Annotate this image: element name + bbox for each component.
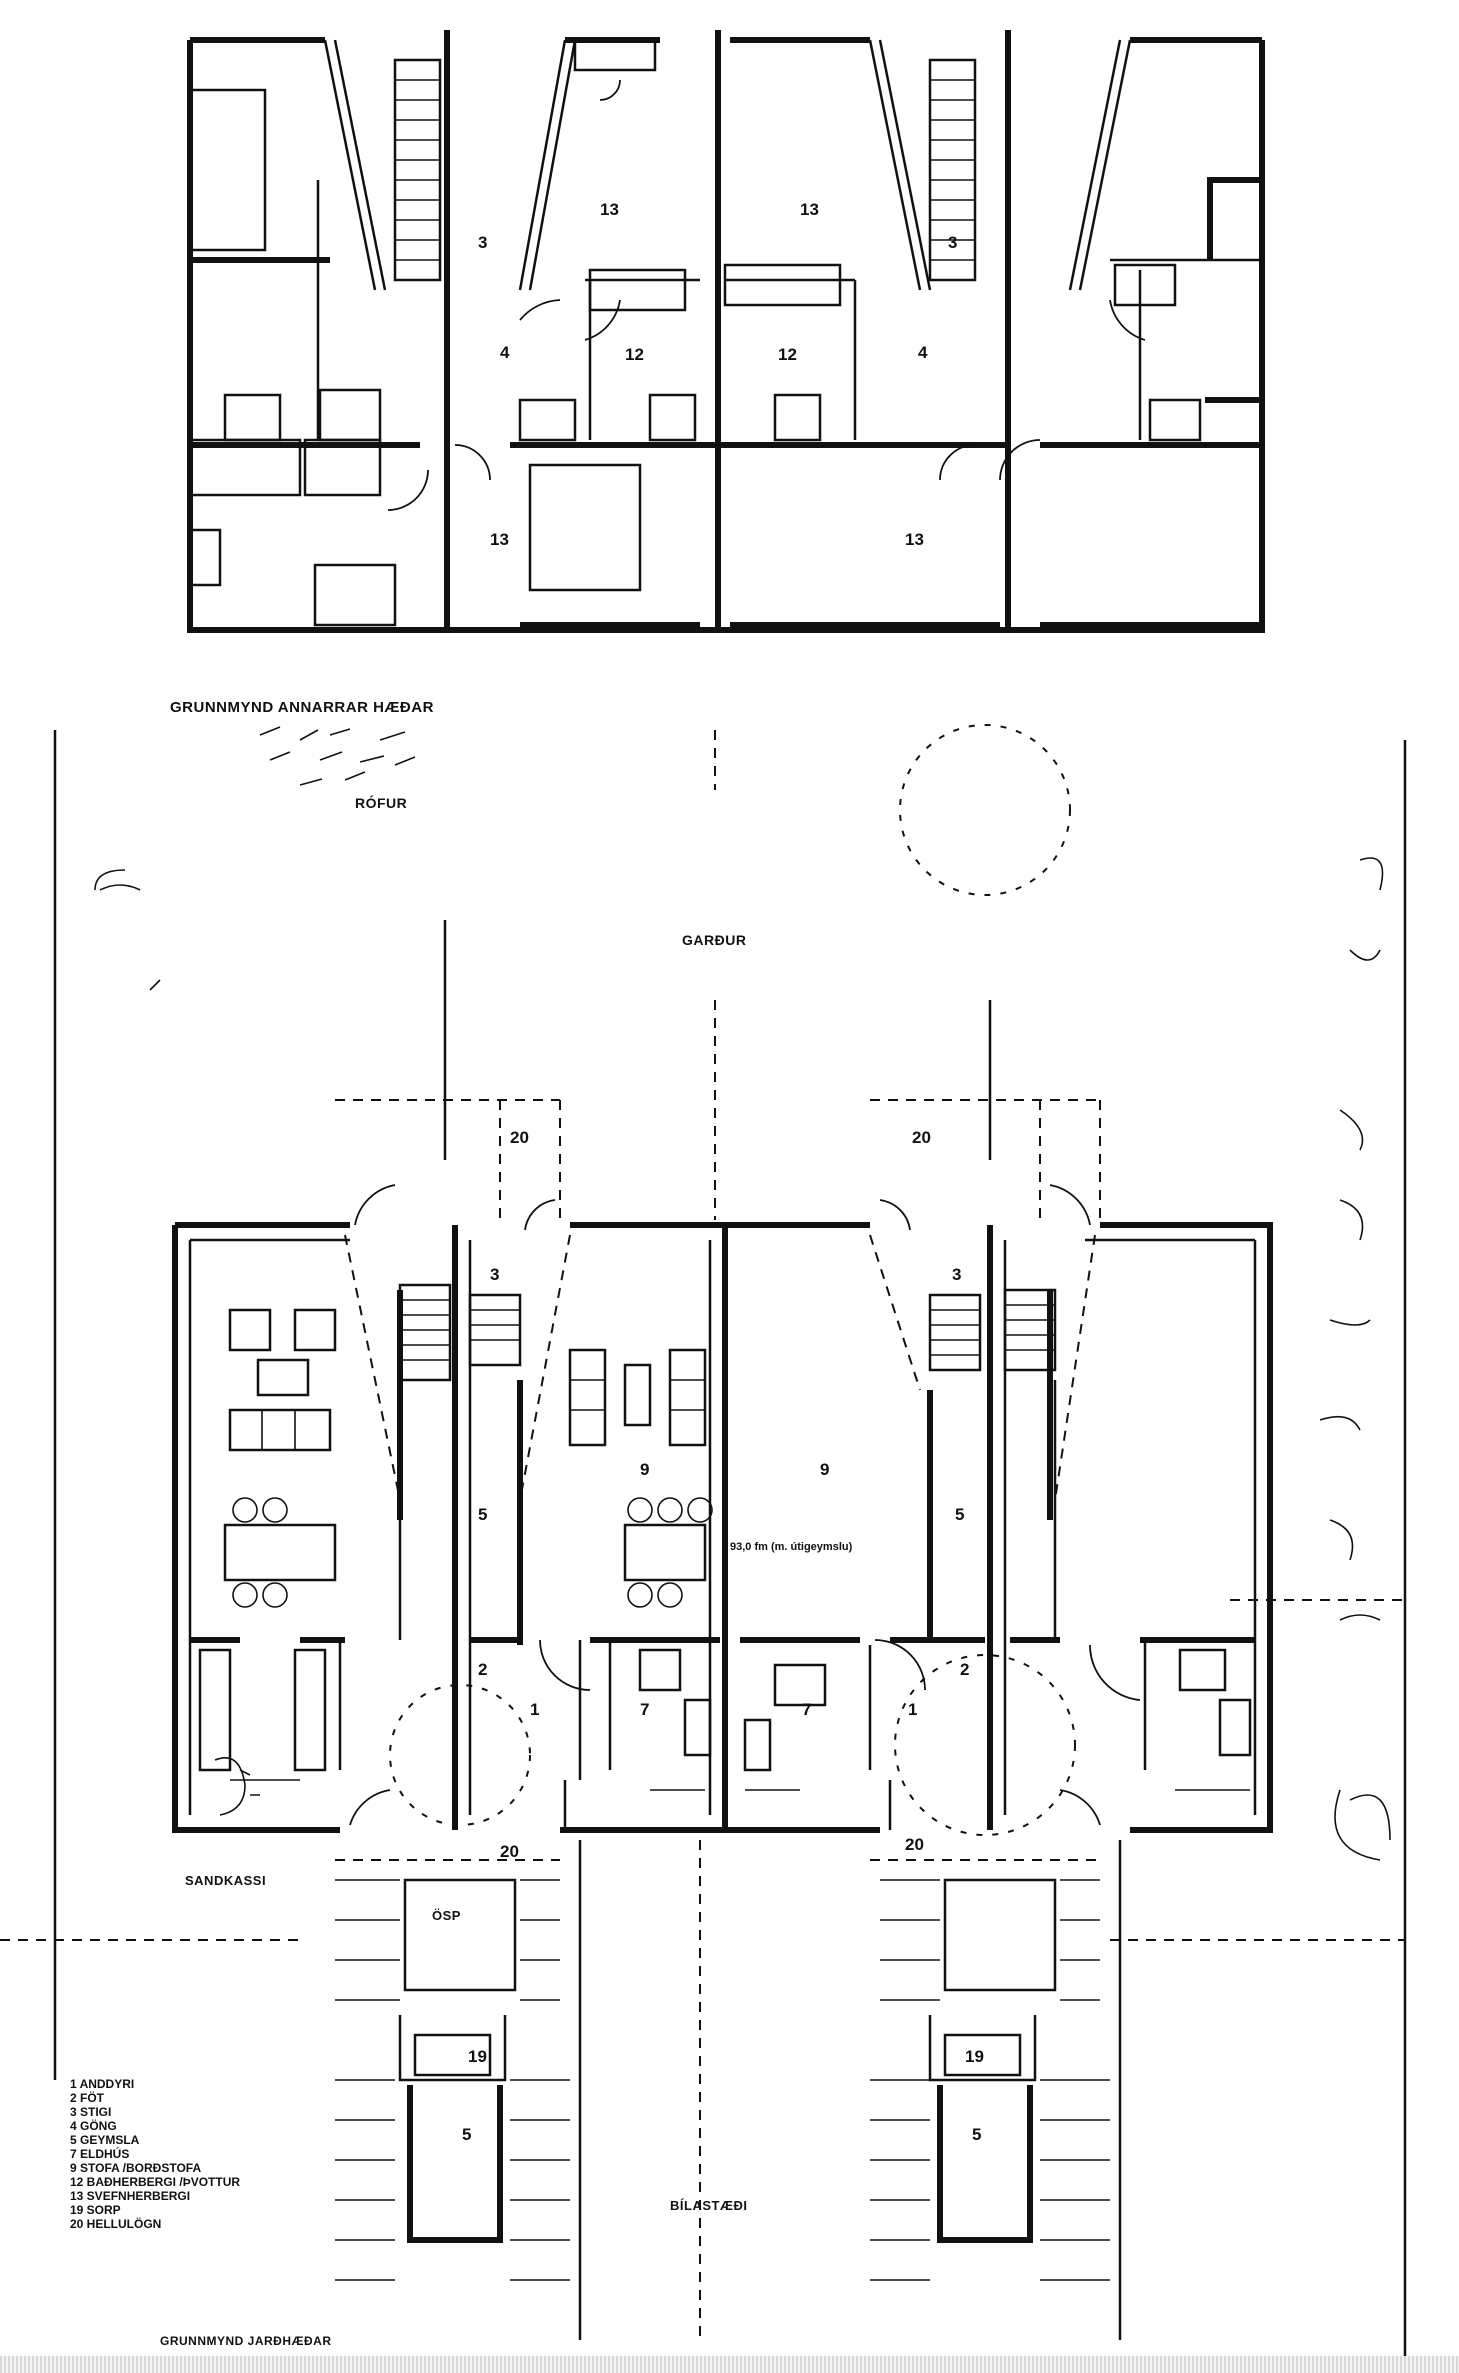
upper-room-4a: 4 bbox=[500, 343, 510, 362]
sorp-bin-left bbox=[413, 2033, 492, 2077]
upper-room-3a: 3 bbox=[478, 233, 487, 252]
stair-upper-left bbox=[393, 58, 442, 282]
upper-room-13a: 13 bbox=[600, 200, 619, 219]
osp-label: ÖSP bbox=[432, 1908, 461, 1923]
upper-room-13b: 13 bbox=[800, 200, 819, 219]
ground-room-9a: 9 bbox=[640, 1460, 649, 1479]
legend-item: 5 GEYMSLA bbox=[70, 2133, 140, 2147]
ground-room-19a: 19 bbox=[468, 2047, 487, 2066]
room-legend: 1 ANDDYRI 2 FÖT 3 STIGI 4 GÖNG 5 GEYMSLA… bbox=[70, 2077, 240, 2231]
ground-room-19b: 19 bbox=[965, 2047, 984, 2066]
ground-room-20c: 20 bbox=[500, 1842, 519, 1861]
upper-room-12a: 12 bbox=[625, 345, 644, 364]
legend-item: 2 FÖT bbox=[70, 2090, 105, 2105]
ground-room-20d: 20 bbox=[905, 1835, 924, 1854]
bathtub-upper-far-right bbox=[1113, 263, 1177, 307]
upper-room-4b: 4 bbox=[918, 343, 928, 362]
ground-room-5d: 5 bbox=[972, 2125, 981, 2144]
ground-floor-title: GRUNNMYND JARÐHÆÐAR bbox=[160, 2334, 332, 2348]
ground-room-3b: 3 bbox=[952, 1265, 961, 1284]
ground-room-7a: 7 bbox=[640, 1700, 649, 1719]
tree-top-right bbox=[899, 724, 1071, 896]
ground-room-5b: 5 bbox=[955, 1505, 964, 1524]
upper-room-3b: 3 bbox=[948, 233, 957, 252]
ground-room-20a: 20 bbox=[510, 1128, 529, 1147]
ground-floor-plan: 20 20 20 20 3 3 5 5 9 9 93,0 fm (m. útig… bbox=[172, 1099, 1273, 2340]
upper-room-12b: 12 bbox=[778, 345, 797, 364]
ground-room-9b: 9 bbox=[820, 1460, 829, 1479]
area-note: 93,0 fm (m. útigeymslu) bbox=[730, 1541, 853, 1553]
legend-item: 19 SORP bbox=[70, 2203, 121, 2217]
legend-item: 9 STOFA /BORÐSTOFA bbox=[70, 2161, 201, 2175]
ground-room-20b: 20 bbox=[912, 1128, 931, 1147]
tree-osp-right bbox=[894, 1654, 1076, 1836]
osp-planter bbox=[403, 1878, 517, 1992]
rofur-label: RÓFUR bbox=[355, 794, 407, 811]
tree-osp-left bbox=[389, 1684, 531, 1826]
ground-room-1a: 1 bbox=[530, 1700, 539, 1719]
ground-room-2b: 2 bbox=[960, 1660, 969, 1679]
legend-item: 7 ELDHÚS bbox=[70, 2146, 129, 2161]
legend-item: 4 GÖNG bbox=[70, 2118, 117, 2133]
scan-edge-strip bbox=[0, 2356, 1459, 2373]
ground-room-7b: 7 bbox=[802, 1700, 811, 1719]
stair-ground-left bbox=[398, 1283, 522, 1382]
legend-item: 12 BAÐHERBERGI /ÞVOTTUR bbox=[70, 2175, 240, 2189]
gardur-label: GARÐUR bbox=[682, 932, 746, 948]
living-furniture-left bbox=[223, 1308, 337, 1608]
site-elements: RÓFUR GARÐUR SANDKASSI bbox=[0, 724, 1407, 2373]
sorp-bin-right bbox=[943, 2033, 1022, 2077]
ground-room-5a: 5 bbox=[478, 1505, 487, 1524]
legend-item: 13 SVEFNHERBERGI bbox=[70, 2189, 190, 2203]
bilastaedi-label: BÍLASTÆÐI bbox=[670, 2198, 747, 2213]
ground-room-5c: 5 bbox=[462, 2125, 471, 2144]
sandkassi-label: SANDKASSI bbox=[185, 1873, 266, 1888]
upper-floor-title: GRUNNMYND ANNARRAR HÆÐAR bbox=[170, 699, 434, 716]
ground-room-3a: 3 bbox=[490, 1265, 499, 1284]
legend-item: 1 ANDDYRI bbox=[70, 2077, 134, 2091]
legend-item: 20 HELLULÖGN bbox=[70, 2216, 161, 2231]
bed-upper-left bbox=[528, 463, 642, 592]
stair-ground-right bbox=[928, 1288, 1057, 1372]
ground-room-1b: 1 bbox=[908, 1700, 917, 1719]
upper-floor-plan: 13 13 13 13 3 3 12 12 4 4 bbox=[187, 30, 1265, 633]
bathtub-upper-left bbox=[588, 268, 687, 312]
bathtub-upper-right bbox=[723, 263, 842, 307]
ground-room-2a: 2 bbox=[478, 1660, 487, 1679]
legend-item: 3 STIGI bbox=[70, 2105, 111, 2119]
upper-room-13c: 13 bbox=[490, 530, 509, 549]
planter-right bbox=[943, 1878, 1057, 1992]
stair-upper-right bbox=[928, 58, 977, 282]
kitchen-counter-left bbox=[198, 1648, 232, 1772]
living-furniture-mid bbox=[568, 1348, 713, 1608]
upper-room-13d: 13 bbox=[905, 530, 924, 549]
